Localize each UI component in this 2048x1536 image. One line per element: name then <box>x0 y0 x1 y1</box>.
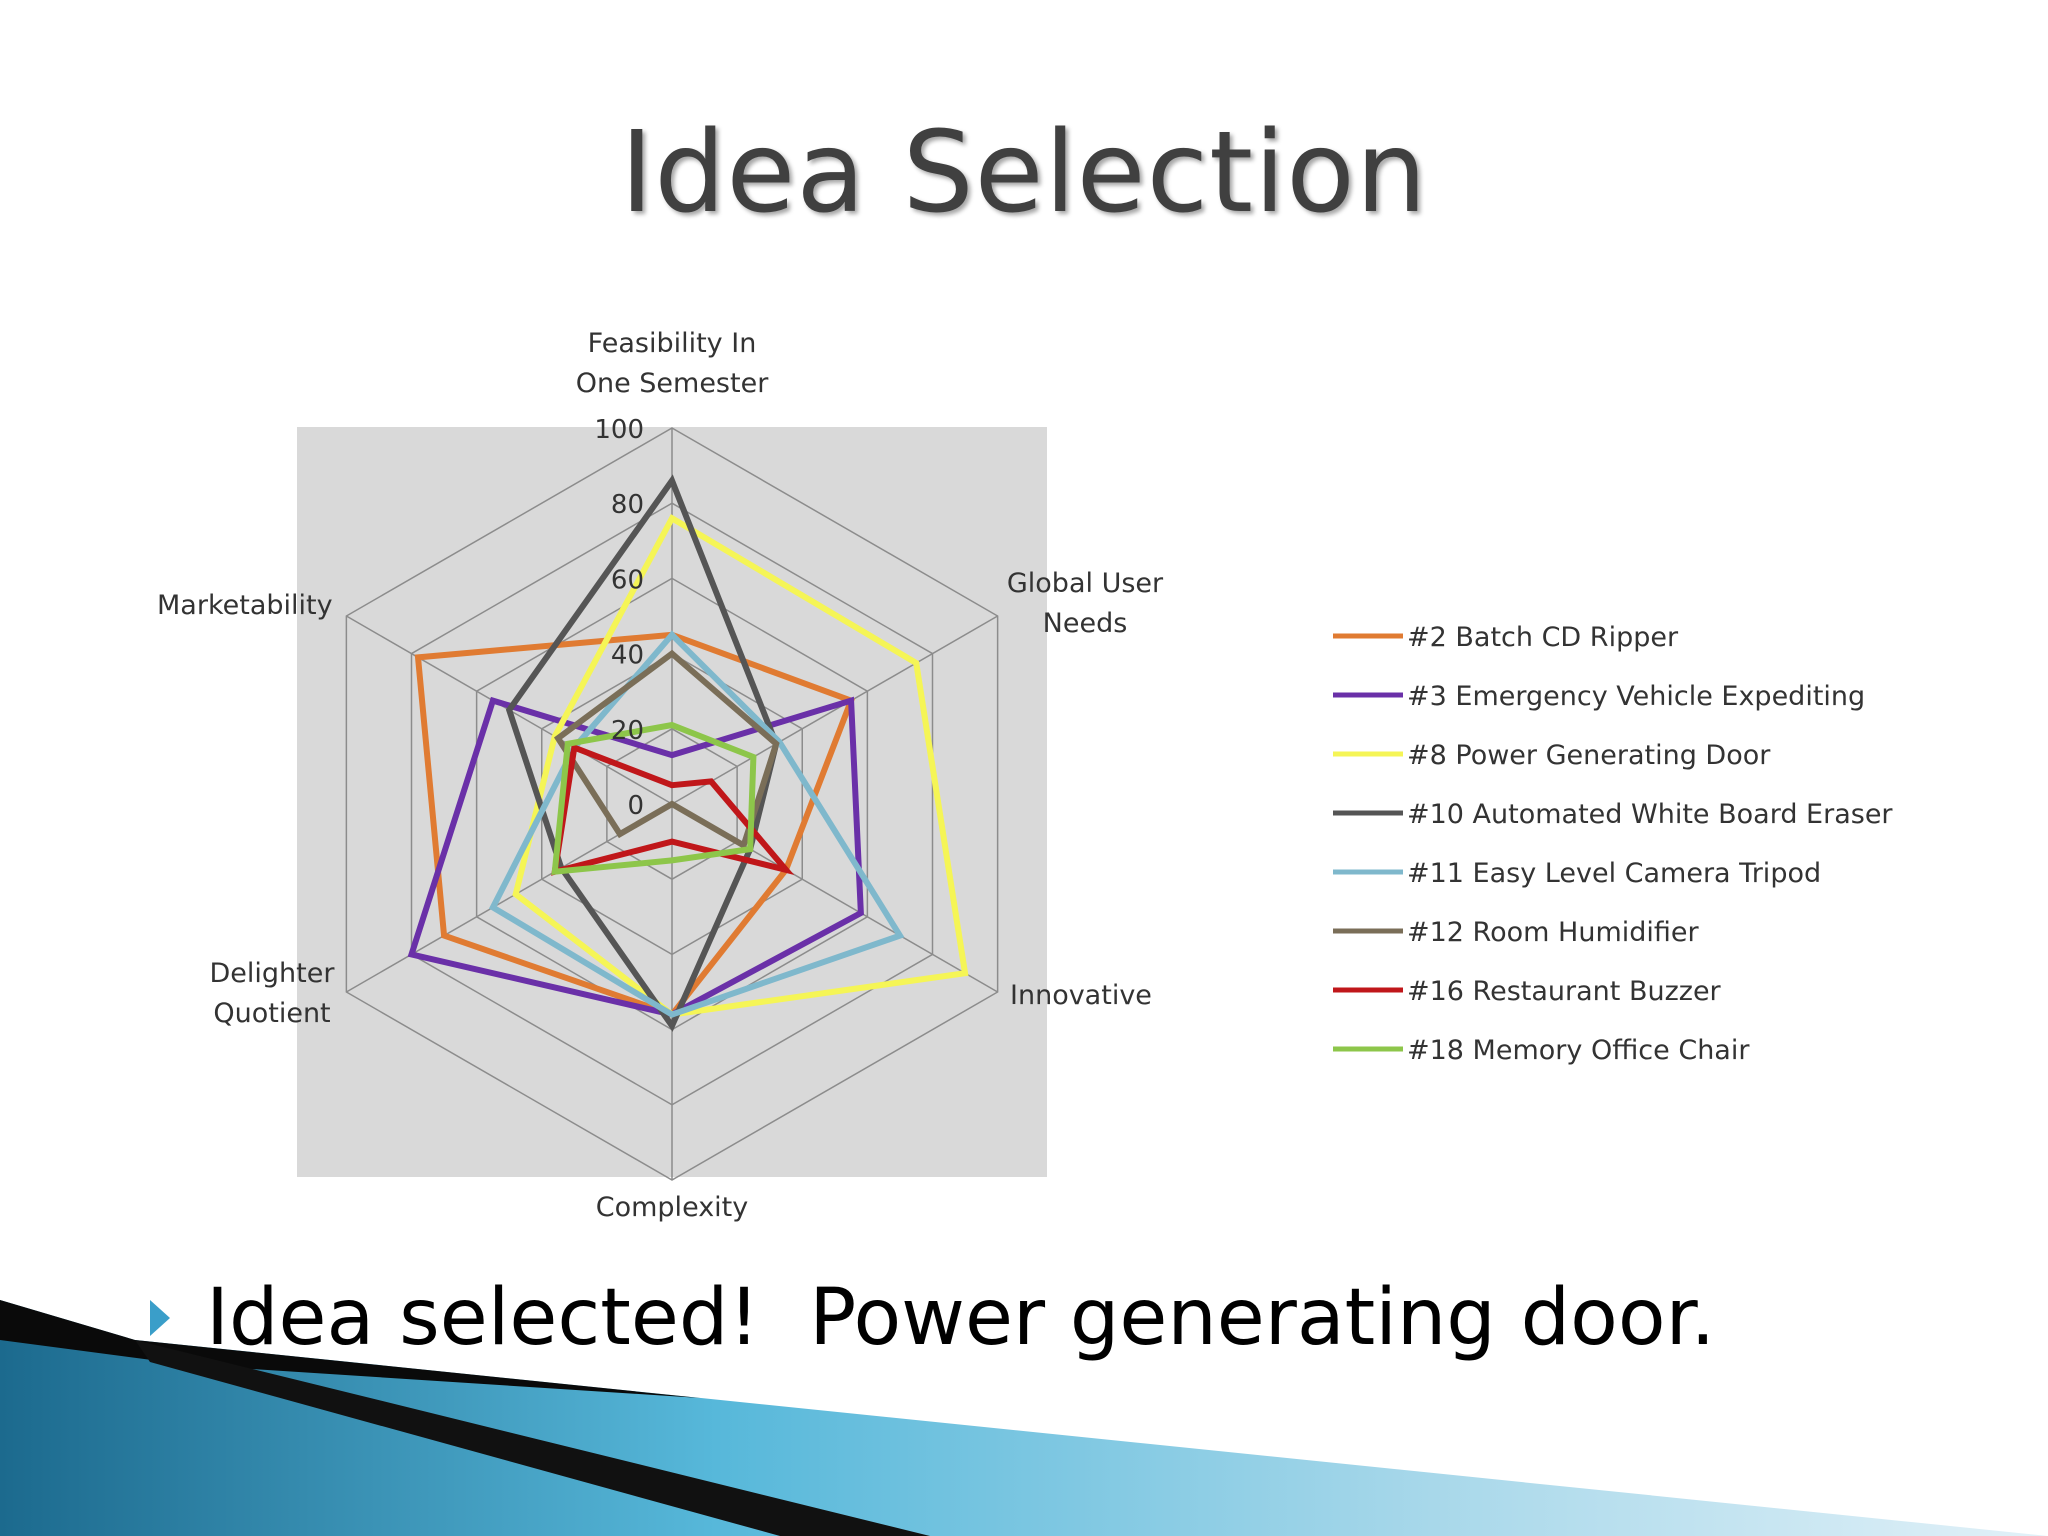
legend-label: #3 Emergency Vehicle Expediting <box>1407 681 1865 712</box>
tick-layer: 0 20 40 60 80 100 <box>594 415 644 821</box>
legend-label: #18 Memory Office Chair <box>1407 1035 1750 1066</box>
bullet-point: Idea selected! Power generating door. <box>150 1268 1715 1368</box>
slide-title: Idea Selection <box>620 108 1428 238</box>
legend-label: #16 Restaurant Buzzer <box>1407 976 1722 1007</box>
legend-label: #11 Easy Level Camera Tripod <box>1407 858 1821 889</box>
tick-label: 0 <box>627 791 644 821</box>
tick-label: 80 <box>611 490 644 520</box>
axis-label: Complexity <box>596 1192 749 1223</box>
series-line-8 <box>551 721 757 876</box>
legend-label: #12 Room Humidifier <box>1407 917 1700 948</box>
tick-label: 60 <box>611 565 644 595</box>
tick-label: 100 <box>594 415 644 445</box>
series-line-7 <box>551 743 795 876</box>
tick-label: 20 <box>611 716 644 746</box>
legend-label: #2 Batch CD Ripper <box>1407 622 1679 653</box>
legend-label: #10 Automated White Board Eraser <box>1407 799 1893 830</box>
decorative-swoosh <box>0 1300 2048 1536</box>
bullet-text: Idea selected! Power generating door. <box>206 1273 1716 1363</box>
legend-label: #8 Power Generating Door <box>1407 740 1771 771</box>
tick-label: 40 <box>611 641 644 671</box>
series-layer <box>407 474 969 1032</box>
axis-label: Innovative <box>1010 980 1152 1011</box>
bullet-arrow-icon <box>150 1300 170 1336</box>
axis-label: Marketability <box>157 590 333 621</box>
axis-spoke <box>671 615 999 805</box>
series-line-6 <box>553 649 780 850</box>
chart-legend: #2 Batch CD Ripper #3 Emergency Vehicle E… <box>1333 622 1893 1066</box>
